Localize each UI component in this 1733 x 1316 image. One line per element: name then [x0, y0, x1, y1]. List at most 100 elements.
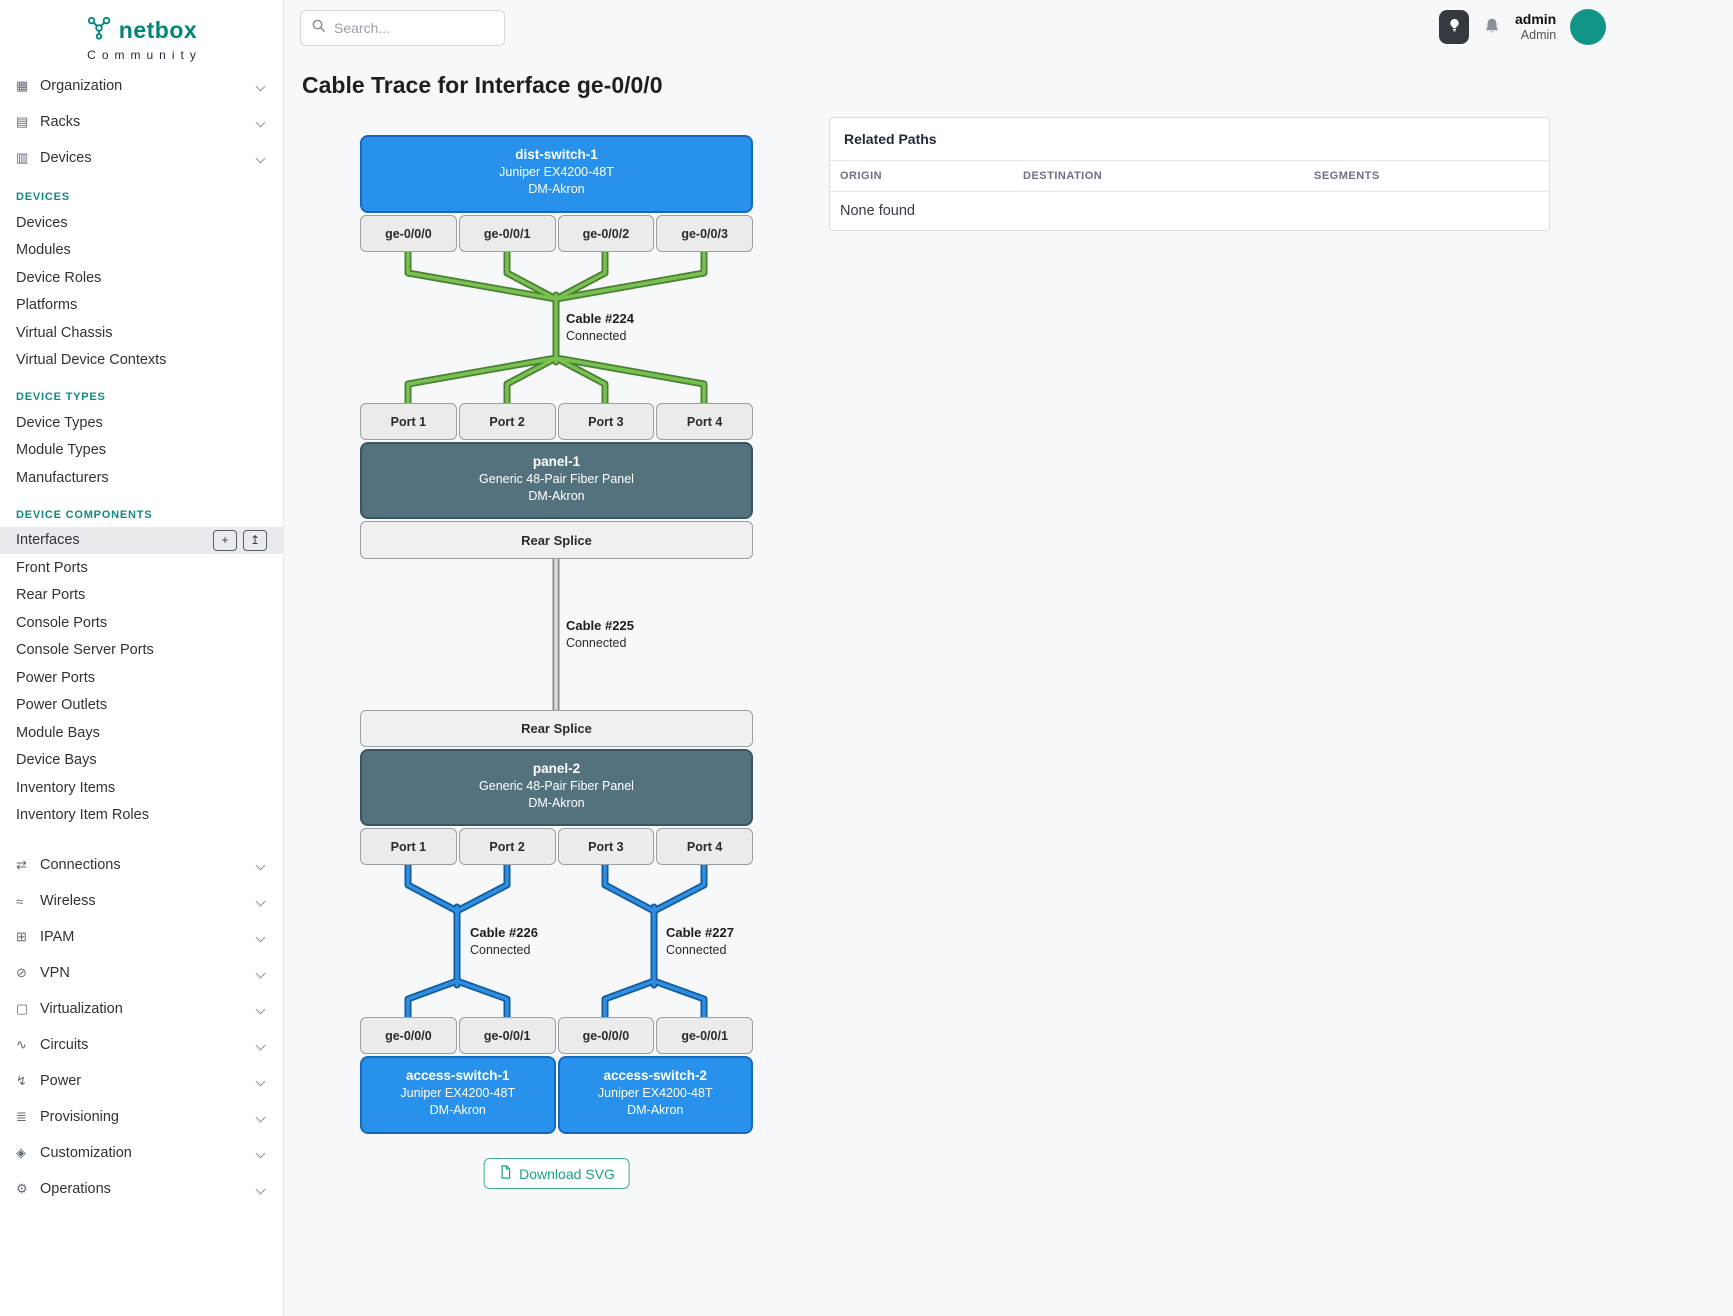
operations-icon: ⚙ [16, 1181, 28, 1196]
interface-box-ge-0-0-1[interactable]: ge-0/0/1 [458, 215, 556, 252]
sidebar-item-front-ports[interactable]: Front Ports [16, 559, 88, 576]
front-port-box-port-4[interactable]: Port 4 [656, 403, 753, 440]
sidebar-item-ipam[interactable]: ⊞ IPAM [0, 919, 283, 955]
sidebar-nav: ▦ Organization ▤ Racks ▥ Devices DEVICES… [0, 68, 283, 1207]
cable-label-224[interactable]: Cable #224 Connected [566, 311, 634, 343]
cable-trace-diagram: dist-switch-1 Juniper EX4200-48T DM-Akro… [360, 135, 753, 1210]
interface-box-as2-ge-0-0-0[interactable]: ge-0/0/0 [557, 1017, 655, 1054]
device-site: DM-Akron [528, 489, 585, 503]
front-port-box-port-1[interactable]: Port 1 [360, 403, 457, 440]
sidebar-item-device-bays[interactable]: Device Bays [16, 752, 97, 769]
cable-status: Connected [470, 943, 531, 957]
sidebar-item-manufacturers[interactable]: Manufacturers [16, 469, 109, 486]
sidebar-item-interfaces[interactable]: Interfaces + ↥ [0, 526, 283, 554]
chevron-down-icon [255, 1112, 266, 1122]
related-paths-card: Related Paths ORIGIN DESTINATION SEGMENT… [829, 117, 1550, 231]
sidebar-item-console-ports[interactable]: Console Ports [16, 614, 108, 631]
sidebar-item-operations[interactable]: ⚙ Operations [0, 1171, 283, 1207]
sidebar-item-power-outlets[interactable]: Power Outlets [16, 697, 108, 714]
chevron-down-icon [255, 1184, 266, 1194]
interface-box-as1-ge-0-0-1[interactable]: ge-0/0/1 [458, 1017, 556, 1054]
user-role: Admin [1520, 27, 1557, 42]
search-input[interactable] [334, 20, 515, 36]
sidebar-item-customization[interactable]: ◈ Customization [0, 1135, 283, 1171]
sidebar-item-inventory-item-roles[interactable]: Inventory Item Roles [16, 807, 149, 824]
sidebar-item-devices-list[interactable]: Devices [16, 214, 68, 231]
interface-box-ge-0-0-3[interactable]: ge-0/0/3 [656, 215, 753, 252]
chevron-down-icon [255, 153, 266, 163]
sidebar-item-vpn[interactable]: ⊘ VPN [0, 955, 283, 991]
sidebar-item-virtual-chassis[interactable]: Virtual Chassis [16, 324, 113, 341]
wireless-icon: ≈ [16, 893, 24, 909]
virtualization-icon: ▢ [16, 1001, 29, 1016]
sidebar-item-module-types[interactable]: Module Types [16, 442, 107, 459]
interface-box-ge-0-0-0[interactable]: ge-0/0/0 [360, 215, 457, 252]
device-model: Generic 48-Pair Fiber Panel [479, 779, 634, 793]
interface-box-as2-ge-0-0-1[interactable]: ge-0/0/1 [656, 1017, 753, 1054]
search-box[interactable] [300, 10, 515, 46]
sidebar-item-virtualization[interactable]: ▢ Virtualization [0, 991, 283, 1027]
front-port-box-port-2[interactable]: Port 2 [458, 828, 556, 865]
cable-label-225[interactable]: Cable #225 Connected [566, 618, 634, 650]
brand-community-label: Community [87, 48, 202, 62]
download-svg-button[interactable]: Download SVG [483, 1158, 630, 1189]
front-port-box-port-3[interactable]: Port 3 [557, 403, 655, 440]
group-heading-device-types: DEVICE TYPES [16, 391, 106, 403]
cable-label-227[interactable]: Cable #227 Connected [666, 925, 734, 957]
sidebar-item-label: Racks [40, 114, 81, 130]
rear-port-box-rear-splice-2[interactable]: Rear Splice [360, 710, 753, 747]
device-box-access-switch-1[interactable]: access-switch-1 Juniper EX4200-48T DM-Ak… [360, 1056, 556, 1134]
sidebar-item-rear-ports[interactable]: Rear Ports [16, 587, 86, 604]
sidebar-item-inventory-items[interactable]: Inventory Items [16, 779, 116, 796]
user-menu[interactable]: admin Admin [1515, 11, 1556, 43]
sidebar-item-device-types[interactable]: Device Types [16, 414, 103, 431]
cable-label-226[interactable]: Cable #226 Connected [470, 925, 538, 957]
notifications-button[interactable] [1483, 17, 1501, 38]
sidebar-item-circuits[interactable]: ∿ Circuits [0, 1027, 283, 1063]
column-segments: SEGMENTS [1314, 170, 1380, 182]
sidebar-item-power-ports[interactable]: Power Ports [16, 669, 95, 686]
device-box-access-switch-2[interactable]: access-switch-2 Juniper EX4200-48T DM-Ak… [557, 1056, 753, 1134]
main-content: admin Admin Cable Trace for Interface ge… [284, 0, 1733, 1316]
chevron-down-icon [255, 932, 266, 942]
chevron-down-icon [255, 860, 266, 870]
front-port-box-port-2[interactable]: Port 2 [458, 403, 556, 440]
ipam-icon: ⊞ [16, 929, 27, 944]
lightbulb-icon [1447, 18, 1462, 36]
sidebar-item-device-roles[interactable]: Device Roles [16, 269, 102, 286]
sidebar-item-devices[interactable]: ▥ Devices [0, 140, 283, 176]
front-port-box-port-3[interactable]: Port 3 [557, 828, 655, 865]
sidebar-item-virtual-device-contexts[interactable]: Virtual Device Contexts [16, 352, 167, 369]
sidebar-item-console-server-ports[interactable]: Console Server Ports [16, 642, 154, 659]
group-heading-device-components: DEVICE COMPONENTS [16, 508, 153, 521]
sidebar-item-platforms[interactable]: Platforms [16, 297, 78, 314]
device-box-dist-switch-1[interactable]: dist-switch-1 Juniper EX4200-48T DM-Akro… [360, 135, 753, 213]
sidebar-item-module-bays[interactable]: Module Bays [16, 724, 100, 741]
connections-icon: ⇄ [16, 857, 27, 872]
chevron-down-icon [255, 1040, 266, 1050]
add-button[interactable]: + [213, 529, 237, 551]
sidebar-item-modules[interactable]: Modules [16, 242, 71, 259]
netbox-logo-icon [86, 15, 112, 46]
rear-port-box-rear-splice-1[interactable]: Rear Splice [360, 521, 753, 559]
avatar[interactable] [1570, 9, 1607, 45]
sidebar-item-provisioning[interactable]: ≣ Provisioning [0, 1099, 283, 1135]
sidebar-item-organization[interactable]: ▦ Organization [0, 68, 283, 104]
device-site: DM-Akron [627, 1103, 684, 1117]
device-model: Juniper EX4200-48T [499, 165, 614, 179]
chevron-down-icon [255, 896, 266, 906]
interface-box-ge-0-0-2[interactable]: ge-0/0/2 [557, 215, 655, 252]
theme-toggle-button[interactable] [1439, 10, 1469, 44]
sidebar-item-wireless[interactable]: ≈ Wireless [0, 883, 283, 919]
import-button[interactable]: ↥ [243, 529, 267, 551]
interface-box-as1-ge-0-0-0[interactable]: ge-0/0/0 [360, 1017, 457, 1054]
sidebar-item-power[interactable]: ↯ Power [0, 1063, 283, 1099]
sidebar-item-racks[interactable]: ▤ Racks [0, 104, 283, 140]
sidebar-item-connections[interactable]: ⇄ Connections [0, 847, 283, 883]
brand-logo[interactable]: netbox Community [0, 0, 283, 62]
device-box-panel-1[interactable]: panel-1 Generic 48-Pair Fiber Panel DM-A… [360, 442, 753, 519]
page-title: Cable Trace for Interface ge-0/0/0 [302, 72, 663, 98]
device-box-panel-2[interactable]: panel-2 Generic 48-Pair Fiber Panel DM-A… [360, 749, 753, 826]
front-port-box-port-4[interactable]: Port 4 [656, 828, 753, 865]
front-port-box-port-1[interactable]: Port 1 [360, 828, 457, 865]
